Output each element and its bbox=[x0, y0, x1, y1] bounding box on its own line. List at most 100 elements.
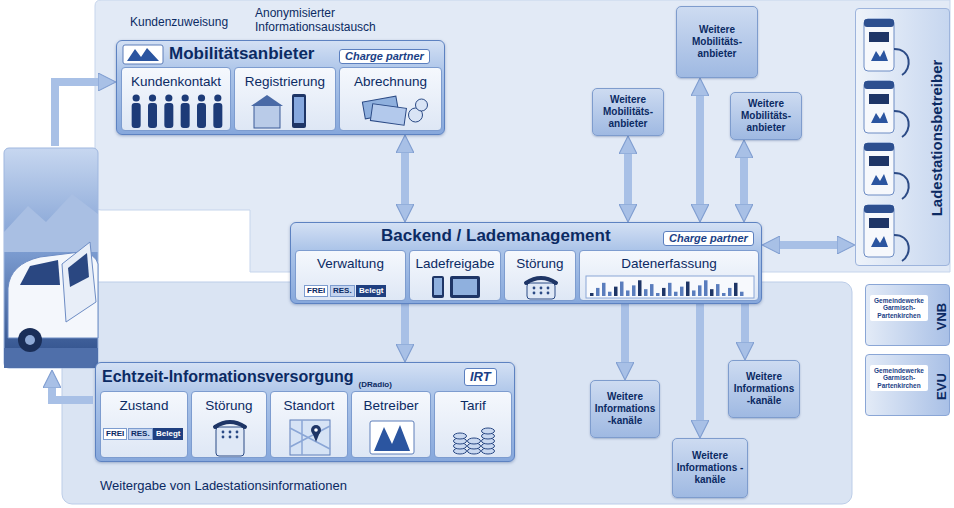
drawing-part bbox=[18, 328, 42, 352]
drawing-part bbox=[698, 285, 702, 296]
connector-arrow bbox=[696, 96, 704, 204]
drawing-part bbox=[668, 283, 672, 296]
drawing-part bbox=[468, 438, 481, 444]
drawing-part bbox=[4, 348, 98, 368]
drawing-part bbox=[251, 95, 283, 106]
drawing-part bbox=[704, 280, 708, 296]
function-box: Ladefreigabe bbox=[409, 250, 501, 301]
function-box: VerwaltungFREIRES.Belegt bbox=[295, 250, 406, 301]
connector-arrow bbox=[740, 158, 748, 204]
drawing-part bbox=[450, 276, 480, 298]
node-heading: Standort bbox=[283, 398, 334, 414]
node-heading: Datenerfassung bbox=[621, 256, 716, 272]
node-label: (DRadio) bbox=[359, 380, 392, 390]
provider-box: Weitere Informations -kanäle bbox=[728, 360, 800, 418]
function-box: Datenerfassung bbox=[579, 250, 759, 301]
drawing-part bbox=[25, 335, 35, 345]
node-heading: Abrechnung bbox=[354, 74, 427, 90]
drawing-part bbox=[638, 280, 642, 296]
drawing-part bbox=[533, 287, 536, 290]
drawing-part bbox=[164, 103, 173, 128]
node-heading: Weitere Informations -kanäle bbox=[676, 450, 744, 486]
provider-box: Weitere Informations -kanäle bbox=[672, 438, 748, 498]
drawing-part bbox=[236, 431, 239, 434]
drawing-part bbox=[4, 148, 98, 368]
drawing-part bbox=[632, 285, 636, 296]
drawing-part bbox=[432, 276, 444, 298]
drawing-part bbox=[148, 103, 157, 128]
drawing-part bbox=[254, 105, 280, 128]
drawing-part bbox=[198, 94, 205, 101]
utility-logo-text: Gemeindewerke Garmisch-Partenkirchen bbox=[870, 365, 928, 391]
drawing-part bbox=[722, 293, 726, 296]
node-heading: Störung bbox=[205, 398, 252, 414]
drawing-part bbox=[216, 427, 244, 456]
drawing-part bbox=[674, 292, 678, 296]
node-heading: Kundenkontakt bbox=[131, 74, 221, 90]
drawing-part bbox=[608, 292, 612, 296]
provider-box: Weitere Mobilitäts- anbieter bbox=[676, 6, 758, 78]
drawing-part bbox=[453, 279, 477, 295]
text-slot: FREI bbox=[304, 279, 328, 297]
information-arrow bbox=[52, 388, 93, 400]
node-heading: Zustand bbox=[120, 398, 169, 414]
drawing-part bbox=[871, 174, 888, 185]
region-panel: KundenzuweisungAnonymisierter Informatio… bbox=[95, 0, 950, 210]
provider-box: Weitere Informations -kanäle bbox=[590, 380, 660, 438]
text-slot: Kundenzuweisung bbox=[130, 12, 228, 30]
drawing-part bbox=[454, 433, 467, 439]
drawing-part bbox=[894, 173, 909, 199]
drawing-part bbox=[894, 49, 909, 75]
node-heading: Tarif bbox=[460, 398, 486, 414]
drawing-part bbox=[871, 112, 888, 123]
drawing-part bbox=[716, 284, 720, 296]
text-slot: Belegt bbox=[356, 279, 386, 297]
text-slot: Tarif bbox=[435, 396, 511, 414]
region-panel-shape bbox=[95, 0, 950, 272]
drawing-part bbox=[482, 428, 495, 434]
drawing-part bbox=[222, 436, 225, 439]
text-slot: Ladestationsbetreiber bbox=[927, 14, 947, 262]
drawing-part bbox=[434, 278, 442, 295]
function-box: Standort bbox=[270, 391, 348, 458]
drawing-part bbox=[728, 288, 732, 296]
component-box: Backend / LademanagementCharge partnerVe… bbox=[290, 222, 762, 304]
drawing-part bbox=[165, 94, 172, 101]
function-box: ZustandFREIRES.Belegt bbox=[100, 391, 188, 458]
node-heading: Weitere Mobilitäts- anbieter bbox=[680, 24, 754, 60]
drawing-part bbox=[416, 99, 428, 111]
text-slot: Weitere Mobilitäts- anbieter bbox=[680, 24, 754, 61]
drawing-part bbox=[370, 104, 406, 126]
utility-logo-text: Gemeindewerke Garmisch-Partenkirchen bbox=[870, 295, 928, 321]
logo-text: IRT bbox=[464, 368, 497, 386]
drawing-part bbox=[222, 431, 225, 434]
status-badge: RES. bbox=[128, 428, 153, 440]
drawing-part bbox=[229, 436, 232, 439]
text-slot: Mobilitätsanbieter bbox=[169, 44, 314, 64]
function-box: Betreiber bbox=[351, 391, 431, 458]
car-illustration bbox=[4, 148, 98, 368]
drawing-part bbox=[614, 287, 618, 296]
node-heading: Weitere Mobilitäts- anbieter bbox=[596, 94, 660, 130]
drawing-part bbox=[540, 287, 543, 290]
drawing-part bbox=[123, 45, 163, 64]
drawing-part bbox=[620, 282, 624, 296]
text-slot: VNB bbox=[932, 290, 949, 342]
drawing-part bbox=[864, 205, 894, 257]
text-slot: Backend / Lademanagement bbox=[381, 226, 611, 246]
drawing-part bbox=[710, 289, 714, 296]
node-heading: Ladestationsbetreiber bbox=[927, 60, 947, 217]
drawing-part bbox=[864, 19, 894, 71]
status-badge: FREI bbox=[304, 285, 328, 297]
drawing-part bbox=[133, 94, 140, 101]
component-box: Echtzeit-Informationsversorgung (DRadio) I… bbox=[95, 362, 515, 462]
drawing-part bbox=[864, 143, 894, 195]
node-heading: Echtzeit-Informationsversorgung bbox=[102, 367, 354, 386]
drawing-part bbox=[864, 81, 894, 89]
status-badge: Belegt bbox=[153, 428, 183, 440]
drawing-part bbox=[864, 19, 894, 27]
provider-box: Weitere Mobilitäts- anbieter bbox=[730, 92, 802, 140]
text-slot: RES. bbox=[330, 279, 355, 297]
